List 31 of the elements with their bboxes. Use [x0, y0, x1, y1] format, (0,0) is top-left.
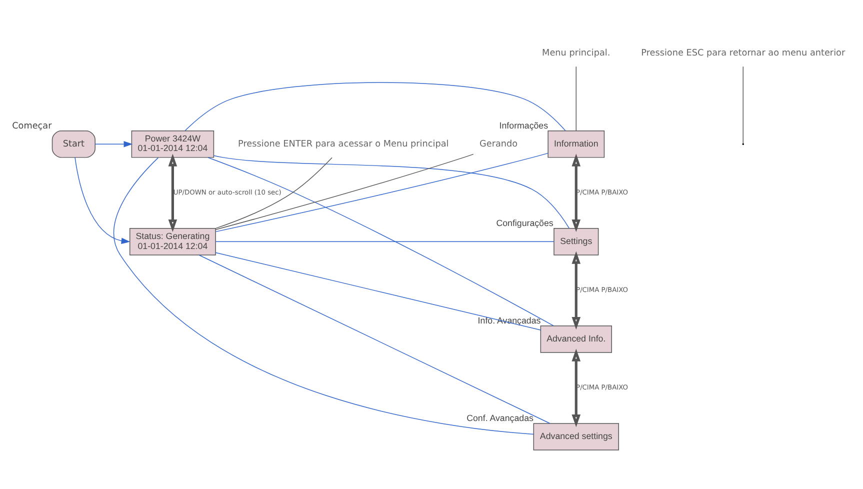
- node-text: Pressione ESC para retornar ao menu anterior: [641, 48, 846, 58]
- node-label: Começar: [12, 120, 52, 131]
- node-text: Gerando: [480, 138, 518, 149]
- arrow: [94, 140, 133, 147]
- arrow: [168, 153, 178, 232]
- node-box: Advanced Info.: [540, 325, 612, 352]
- connector: [215, 153, 474, 230]
- node-text: Menu principal.: [542, 48, 610, 58]
- node-label: Informações: [499, 120, 548, 130]
- connector: [215, 252, 541, 330]
- node-box: Status: Generating 01-01-2014 12:04: [129, 228, 216, 255]
- connector: [198, 254, 550, 424]
- connector: [215, 156, 332, 228]
- node-label: Configurações: [496, 217, 554, 228]
- node-box: Start: [52, 130, 96, 158]
- connector: [114, 156, 534, 434]
- node-box: Advanced settings: [533, 422, 619, 450]
- node-box: Power 3424W 01-01-2014 12:04: [131, 130, 214, 158]
- arrow: [572, 250, 581, 330]
- connector: [208, 156, 554, 326]
- node-text: Pressione ENTER para acessar o Menu principal: [238, 138, 449, 149]
- arrow: [572, 153, 581, 232]
- node-box: Information: [548, 130, 605, 158]
- node-label: Info. Avançadas: [478, 314, 541, 325]
- arrow: [74, 156, 130, 244]
- connector: [215, 240, 554, 242]
- node-label: Conf. Avançadas: [466, 412, 534, 422]
- node-box: Settings: [554, 228, 599, 255]
- connector: [184, 82, 566, 131]
- arrow: [572, 348, 581, 427]
- connector: [742, 66, 744, 144]
